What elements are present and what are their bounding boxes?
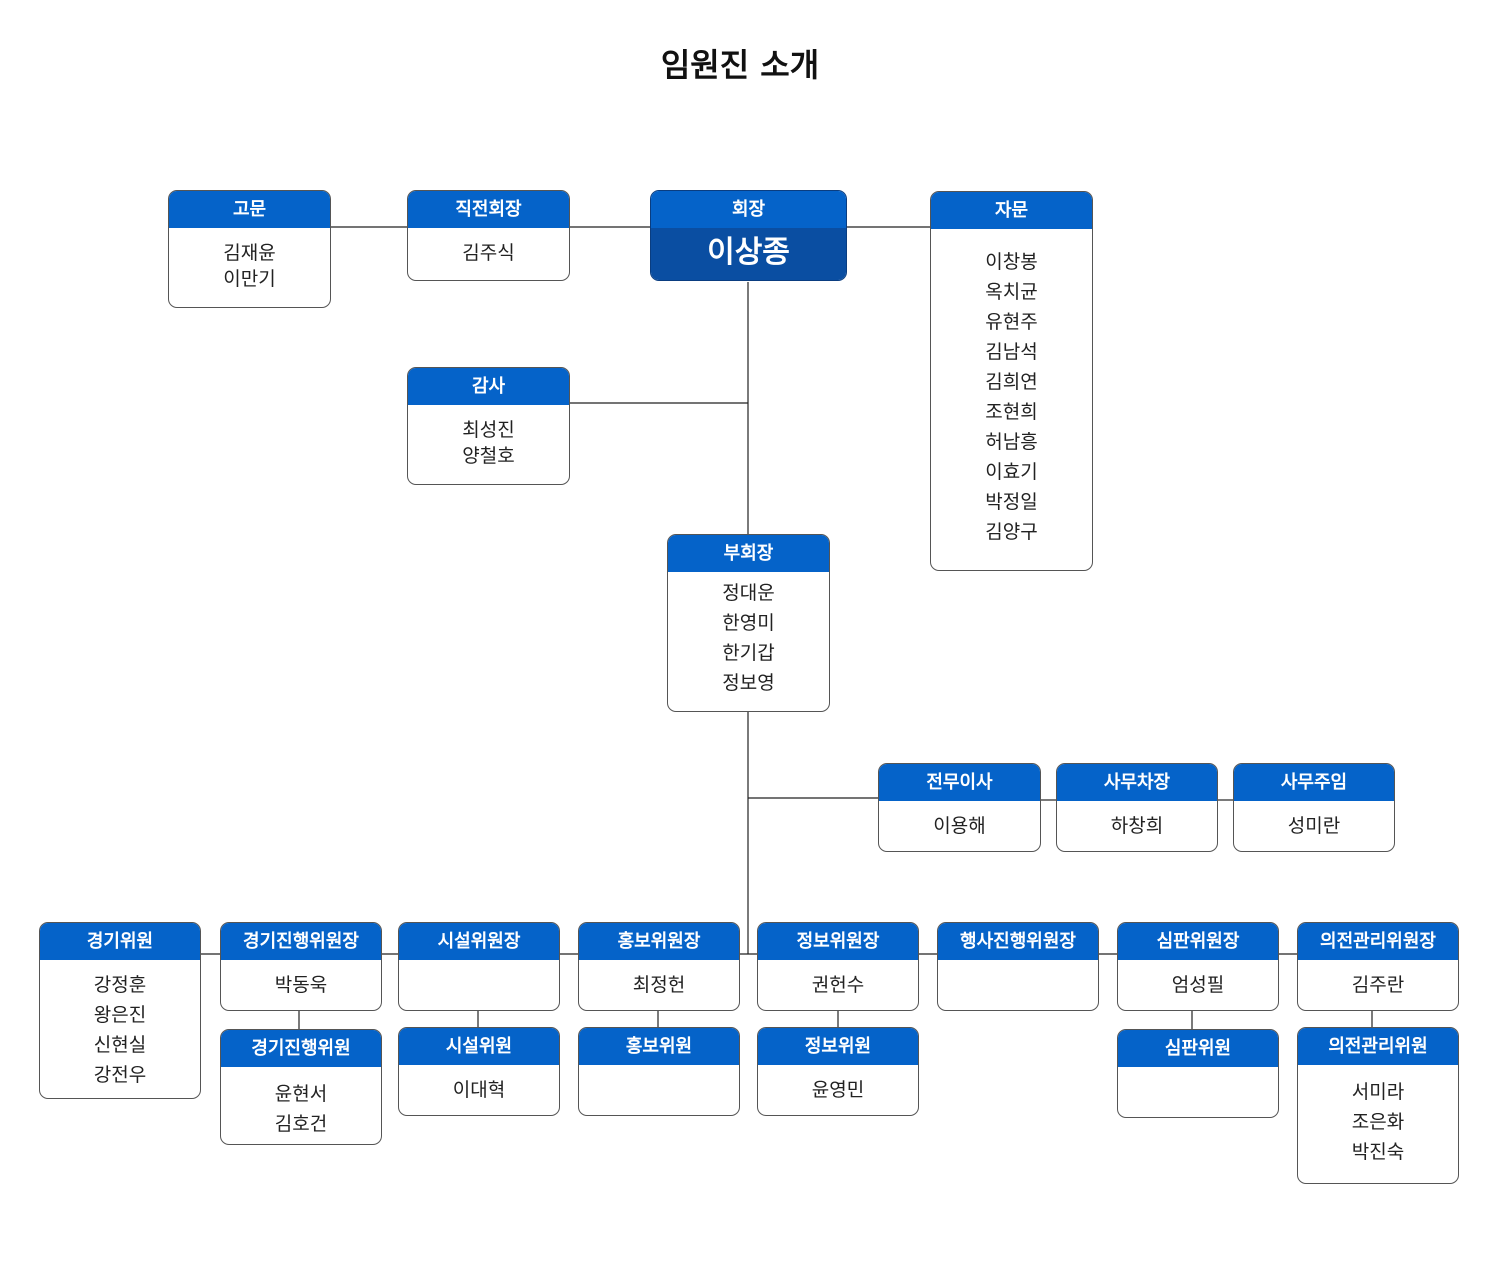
committee-member-box: 의전관리위원 서미라 조은화 박진숙 xyxy=(1297,1027,1459,1184)
committee-member-title: 의전관리위원 xyxy=(1298,1028,1458,1065)
auditor-name: 최성진 xyxy=(462,419,515,441)
committee-chair-box: 의전관리위원장 김주란 xyxy=(1297,922,1459,1011)
consult-name: 이효기 xyxy=(985,461,1038,483)
committee-member-box: 정보위원 윤영민 xyxy=(757,1027,919,1116)
committee-title: 의전관리위원장 xyxy=(1298,923,1458,960)
committee-member-box: 심판위원 xyxy=(1117,1029,1279,1118)
vice-chair-name: 한영미 xyxy=(722,612,775,634)
consult-name: 김양구 xyxy=(985,521,1038,543)
chair-box: 회장 이상종 xyxy=(650,190,847,281)
committee-name: 권헌수 xyxy=(811,974,865,996)
committee-name: 최정헌 xyxy=(632,974,686,996)
advisor-title: 고문 xyxy=(169,191,330,228)
committee-name: 김주란 xyxy=(1351,974,1405,996)
committee-member-name: 박진숙 xyxy=(1351,1141,1405,1163)
consult-box: 자문 이창봉 옥치균 유현주 김남석 김희연 조현희 허남흥 이효기 박정일 김… xyxy=(930,191,1093,571)
auditor-name: 양철호 xyxy=(462,445,515,467)
committee-member-box: 경기진행위원 윤현서 김호건 xyxy=(220,1029,382,1145)
auditor-title: 감사 xyxy=(408,368,569,405)
auditor-box: 감사 최성진 양철호 xyxy=(407,367,570,485)
committee-name: 왕은진 xyxy=(93,1004,147,1026)
committee-title: 경기진행위원장 xyxy=(221,923,381,960)
consult-title: 자문 xyxy=(931,192,1092,229)
committee-member-box: 홍보위원 xyxy=(578,1027,740,1116)
consult-name: 허남흥 xyxy=(985,431,1038,453)
vice-chair-name: 정대운 xyxy=(722,582,775,604)
committee-member-title: 정보위원 xyxy=(758,1028,918,1065)
chair-name: 이상종 xyxy=(651,228,846,280)
committee-chair-box: 정보위원장 권헌수 xyxy=(757,922,919,1011)
committee-name: 엄성필 xyxy=(1171,974,1225,996)
committee-name: 강전우 xyxy=(93,1064,147,1086)
committee-member-title: 시설위원 xyxy=(399,1028,559,1065)
deputy-manager-title: 사무차장 xyxy=(1057,764,1217,801)
committee-chair-box: 경기진행위원장 박동욱 xyxy=(220,922,382,1011)
former-chair-name: 김주식 xyxy=(462,242,515,264)
chair-title: 회장 xyxy=(651,191,846,228)
committee-chair-box: 행사진행위원장 xyxy=(937,922,1099,1011)
committee-title: 홍보위원장 xyxy=(579,923,739,960)
committee-member-title: 홍보위원 xyxy=(579,1028,739,1065)
committee-title: 행사진행위원장 xyxy=(938,923,1098,960)
advisor-name: 이만기 xyxy=(223,268,276,290)
committee-member-name: 윤영민 xyxy=(811,1079,865,1101)
committee-title: 심판위원장 xyxy=(1118,923,1278,960)
committee-member-name: 서미라 xyxy=(1351,1081,1405,1103)
committee-member-box: 시설위원 이대혁 xyxy=(398,1027,560,1116)
committee-member-title: 경기진행위원 xyxy=(221,1030,381,1067)
consult-name: 이창봉 xyxy=(985,251,1038,273)
committee-name: 박동욱 xyxy=(274,974,328,996)
office-chief-name: 성미란 xyxy=(1287,815,1341,837)
advisor-name: 김재윤 xyxy=(223,242,276,264)
deputy-manager-box: 사무차장 하창희 xyxy=(1056,763,1218,852)
committee-member-name: 이대혁 xyxy=(452,1079,506,1101)
exec-director-title: 전무이사 xyxy=(879,764,1040,801)
committee-title: 정보위원장 xyxy=(758,923,918,960)
vice-chair-name: 정보영 xyxy=(722,672,775,694)
committee-member-name: 윤현서 xyxy=(274,1083,328,1105)
office-chief-box: 사무주임 성미란 xyxy=(1233,763,1395,852)
consult-name: 조현희 xyxy=(985,401,1038,423)
committee-name: 신현실 xyxy=(93,1034,147,1056)
page-title: 임원진 소개 xyxy=(660,46,820,84)
committee-chair-box: 시설위원장 xyxy=(398,922,560,1011)
vice-chair-box: 부회장 정대운 한영미 한기갑 정보영 xyxy=(667,534,830,712)
committee-title: 경기위원 xyxy=(40,923,200,960)
committee-chair-box: 홍보위원장 최정헌 xyxy=(578,922,740,1011)
consult-name: 김희연 xyxy=(985,371,1038,393)
committee-member-name: 조은화 xyxy=(1351,1111,1405,1133)
committee-title: 시설위원장 xyxy=(399,923,559,960)
committee-chair-box: 심판위원장 엄성필 xyxy=(1117,922,1279,1011)
advisor-box: 고문 김재윤 이만기 xyxy=(168,190,331,308)
deputy-manager-name: 하창희 xyxy=(1110,815,1164,837)
vice-chair-title: 부회장 xyxy=(668,535,829,572)
exec-director-box: 전무이사 이용해 xyxy=(878,763,1041,852)
committee-box: 경기위원 강정훈 왕은진 신현실 강전우 xyxy=(39,922,201,1099)
former-chair-box: 직전회장 김주식 xyxy=(407,190,570,281)
committee-member-name: 김호건 xyxy=(274,1113,328,1135)
exec-director-name: 이용해 xyxy=(933,815,986,837)
consult-name: 유현주 xyxy=(985,311,1038,333)
office-chief-title: 사무주임 xyxy=(1234,764,1394,801)
vice-chair-name: 한기갑 xyxy=(722,642,775,664)
consult-name: 옥치균 xyxy=(985,281,1038,303)
consult-name: 박정일 xyxy=(985,491,1038,513)
committee-name: 강정훈 xyxy=(93,974,147,996)
former-chair-title: 직전회장 xyxy=(408,191,569,228)
consult-name: 김남석 xyxy=(985,341,1038,363)
committee-member-title: 심판위원 xyxy=(1118,1030,1278,1067)
